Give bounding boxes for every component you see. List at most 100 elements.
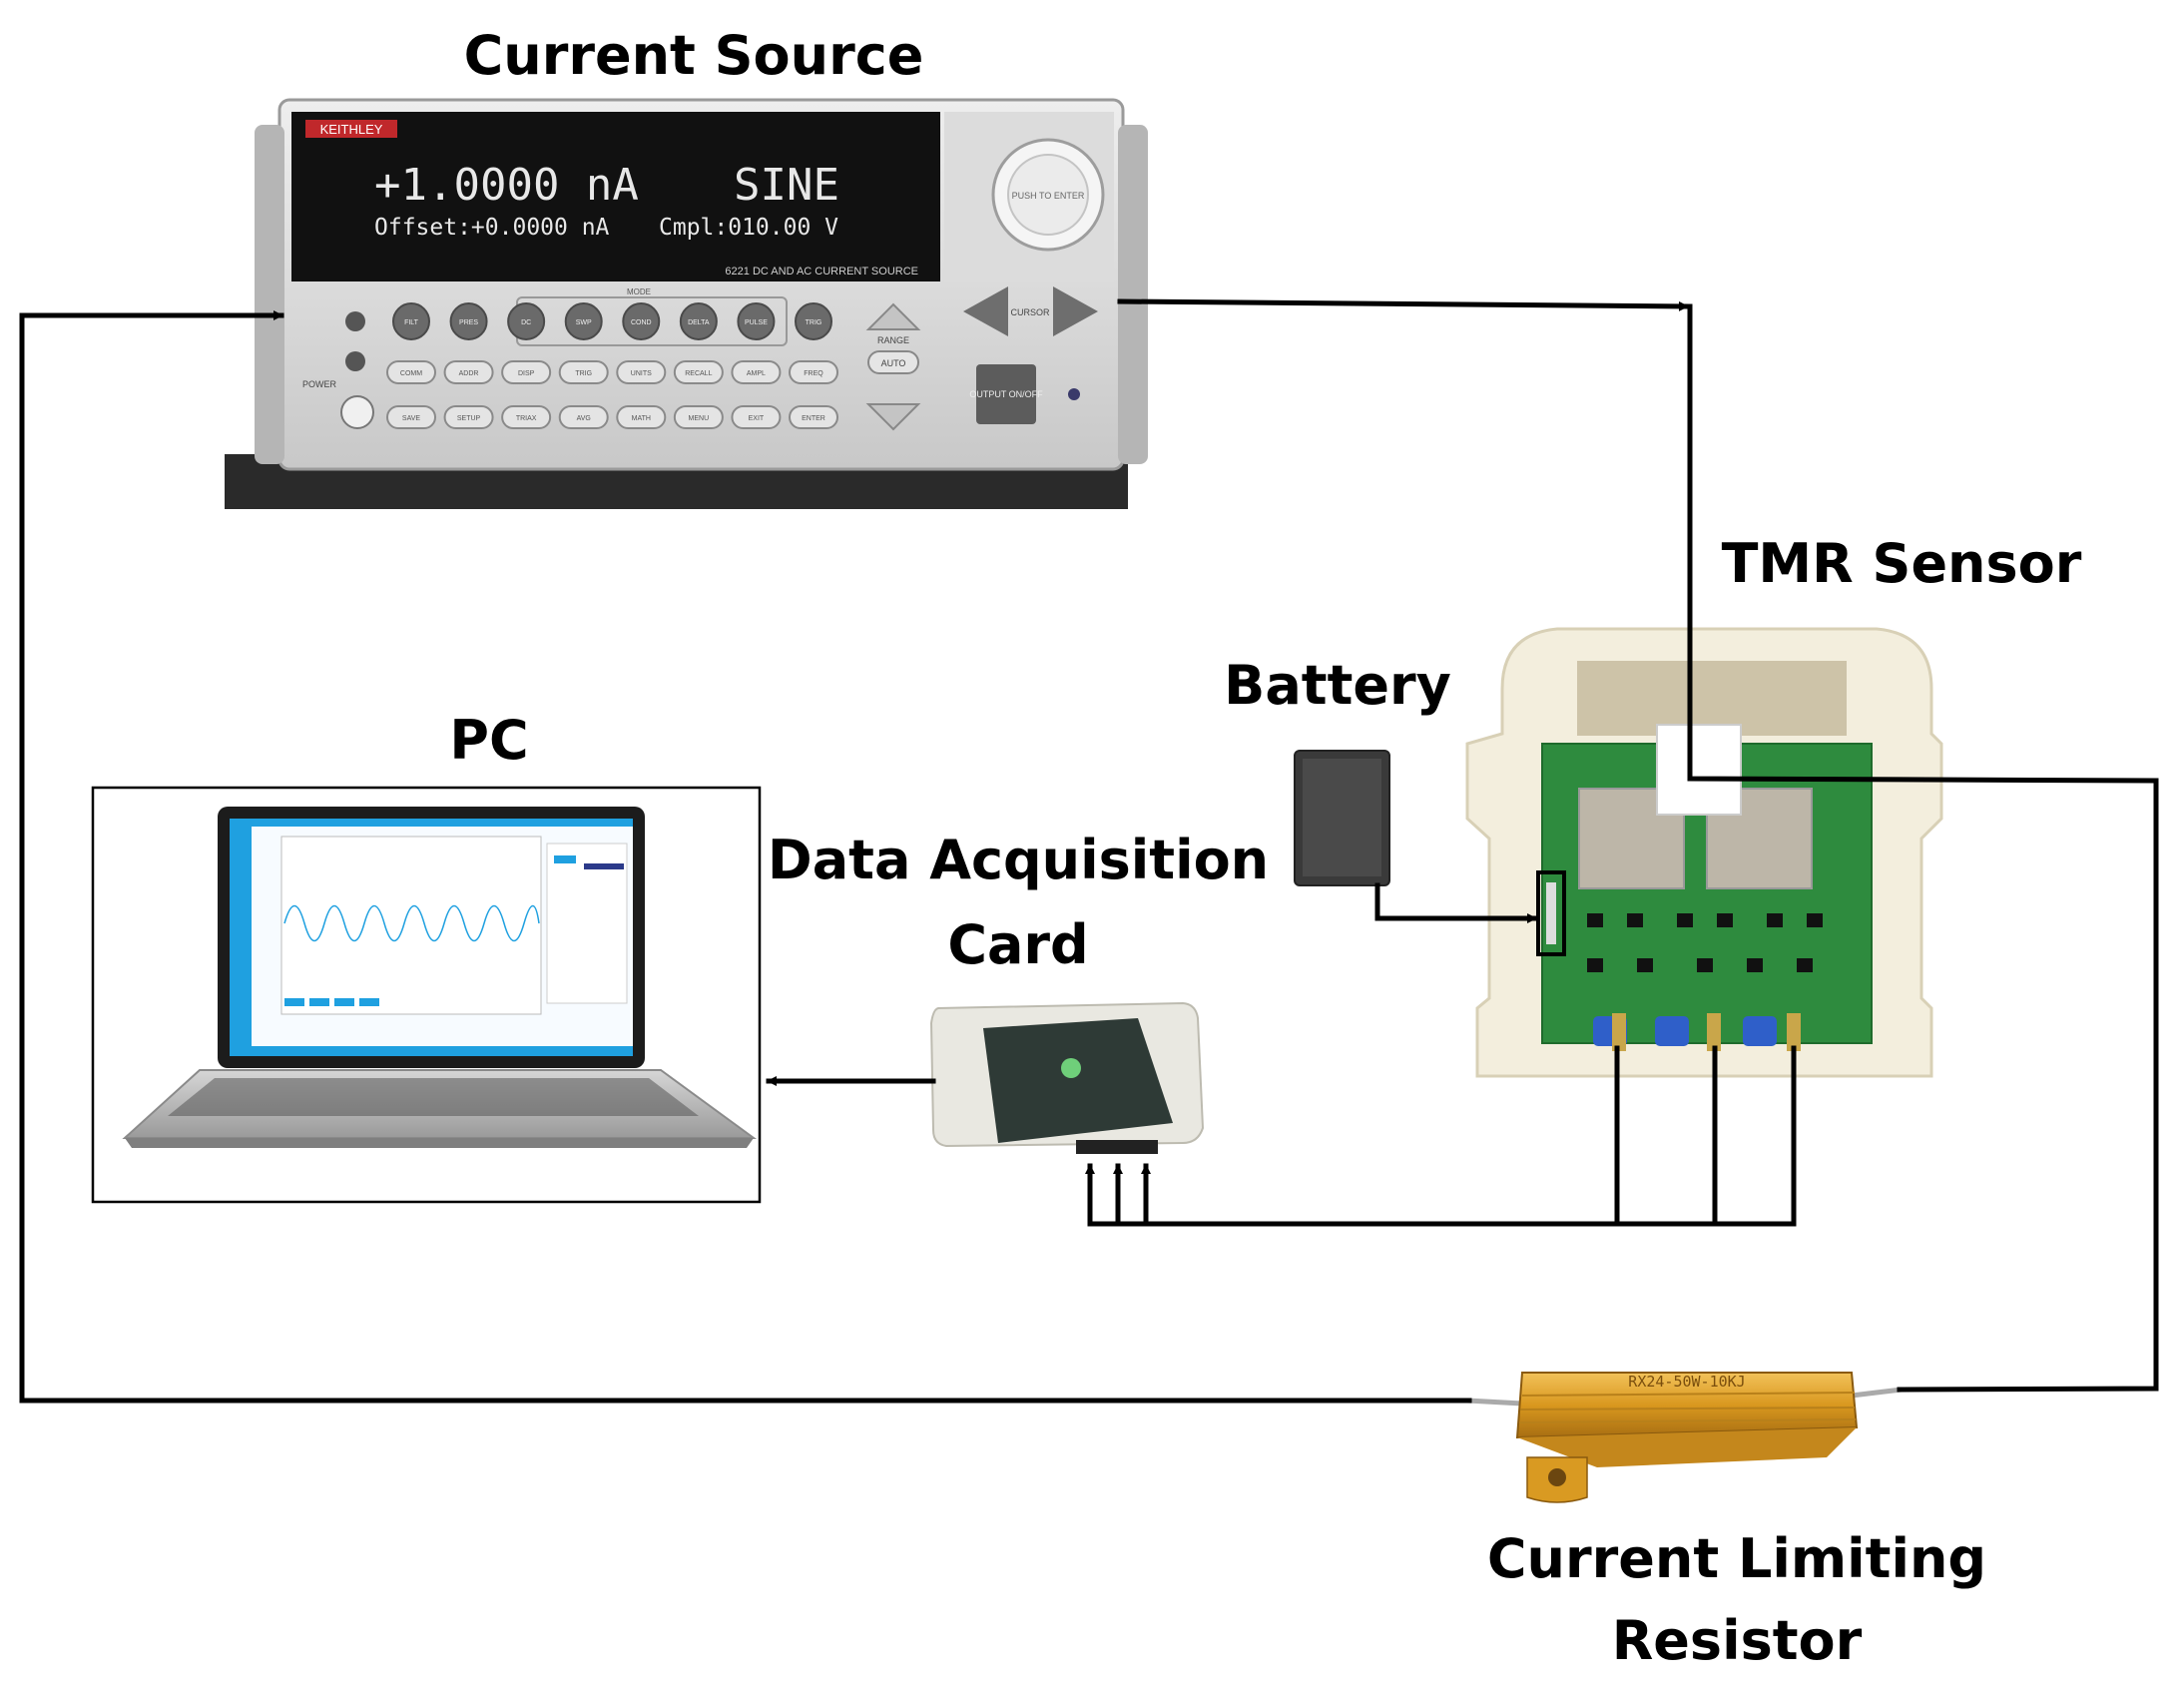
instrument-key <box>386 360 436 384</box>
screen-topbar <box>230 819 633 827</box>
trimmer-2 <box>1655 1016 1689 1046</box>
screen-taskbar <box>230 1046 633 1056</box>
sensor-output-connector-1 <box>1612 1013 1626 1051</box>
instrument-key <box>616 405 667 429</box>
resistor-right-lead <box>1851 1387 1903 1399</box>
sensor-top-plate <box>1577 661 1847 736</box>
current-source-instrument: KEITHLEY +1.0000 nA SINE Offset:+0.0000 … <box>225 98 1148 509</box>
output-led <box>1068 388 1080 400</box>
label-daq-line1: Data Acquisition <box>767 829 1270 891</box>
power-button <box>340 395 374 429</box>
daq-card <box>929 1001 1205 1154</box>
display-main-value: +1.0000 nA <box>374 160 639 211</box>
instrument-key <box>443 360 494 384</box>
resistor-mount-hole <box>1548 1468 1566 1486</box>
instrument-key-label: FREQ <box>804 370 823 377</box>
instrument-key <box>622 302 661 340</box>
instrument-right-handle <box>1118 125 1148 464</box>
trimmer-3 <box>1743 1016 1777 1046</box>
instrument-key-label: SETUP <box>457 415 481 422</box>
instrument-key <box>737 302 776 340</box>
instrument-key <box>507 302 546 340</box>
resistor-base <box>1517 1427 1857 1467</box>
resistor-fin <box>1521 1392 1856 1397</box>
instrument-key <box>386 405 436 429</box>
instrument-key <box>789 360 838 384</box>
laptop-front-edge <box>125 1138 754 1148</box>
instrument-key <box>673 405 724 429</box>
instrument-key <box>558 405 609 429</box>
screen-button <box>334 998 354 1006</box>
instrument-key-label: TRIG <box>575 370 592 377</box>
instrument-key <box>558 360 609 384</box>
sensor-conductor-slot <box>1656 724 1742 816</box>
cursor-left-arrow <box>963 286 1008 336</box>
cursor-text: CURSOR <box>1010 307 1050 317</box>
screen-panel-element <box>584 863 624 869</box>
circuit-wires <box>19 298 2159 1404</box>
instrument-key <box>564 302 603 340</box>
instrument-key-label: EXIT <box>749 415 765 422</box>
brand-badge <box>305 120 397 138</box>
instrument-key-label: MENU <box>689 415 710 422</box>
resistor-fin <box>1518 1418 1857 1423</box>
instrument-key-label: PULSE <box>745 319 768 326</box>
instrument-key <box>731 405 782 429</box>
side-knob-2 <box>345 351 365 371</box>
sensor-power-header <box>1536 870 1566 956</box>
screen-button <box>309 998 329 1006</box>
laptop-keyboard <box>168 1078 699 1116</box>
label-current-source: Current Source <box>463 24 924 87</box>
sensor-output-connector-2 <box>1707 1013 1721 1051</box>
output-button <box>976 364 1036 424</box>
battery <box>1294 750 1390 886</box>
instrument-key <box>616 360 667 384</box>
range-down-button <box>865 403 921 431</box>
instrument-key <box>673 360 724 384</box>
wire-battery-to-sensor <box>1374 882 1538 923</box>
instrument-key-label: ENTER <box>802 415 825 422</box>
daq-terminal-block <box>1076 1140 1158 1154</box>
label-resistor-line2: Resistor <box>1611 1609 1863 1672</box>
label-battery: Battery <box>1224 654 1451 717</box>
instrument-key-label: AMPL <box>747 370 766 377</box>
instrument-key <box>795 302 832 340</box>
cursor-right-arrow <box>1053 286 1098 336</box>
screen-button <box>359 998 379 1006</box>
instrument-key <box>501 405 552 429</box>
resistor-left-lead <box>1466 1398 1523 1407</box>
side-knob-1 <box>345 311 365 331</box>
current-limiting-resistor: RX24-50W-10KJ <box>1466 1372 1903 1503</box>
instrument-key-label: AVG <box>577 415 591 422</box>
screen-plot-area <box>280 836 542 1015</box>
instrument-key-label: TRIG <box>806 319 822 326</box>
instrument-key-label: SAVE <box>402 415 420 422</box>
display-model-text: 6221 DC AND AC CURRENT SOURCE <box>725 266 918 278</box>
resistor-marking: RX24-50W-10KJ <box>1628 1373 1745 1391</box>
label-tmr-sensor: TMR Sensor <box>1721 532 2082 595</box>
daq-label-panel <box>983 1018 1173 1143</box>
knob-text: PUSH TO ENTER <box>1012 191 1085 201</box>
rotary-knob-inner <box>1007 154 1089 236</box>
output-text: OUTPUT ON/OFF <box>969 389 1043 399</box>
wire-return-to-source <box>19 310 1472 1404</box>
instrument-key <box>679 302 718 340</box>
power-text: POWER <box>302 379 337 389</box>
wire-sensor-loop <box>1687 303 2159 1393</box>
label-pc: PC <box>449 709 529 772</box>
instrument-key <box>501 360 552 384</box>
instrument-key <box>731 360 782 384</box>
instrument-key-label: TRIAX <box>516 415 537 422</box>
instrument-left-handle <box>255 125 284 464</box>
daq-logo <box>1061 1058 1081 1078</box>
instrument-key-label: SWP <box>576 319 592 326</box>
mode-text: MODE <box>627 287 651 296</box>
screen-panel-element <box>554 855 576 863</box>
range-up-button <box>865 302 921 330</box>
instrument-key-label: COMM <box>400 370 422 377</box>
label-resistor-line1: Current Limiting <box>1486 1527 1987 1590</box>
